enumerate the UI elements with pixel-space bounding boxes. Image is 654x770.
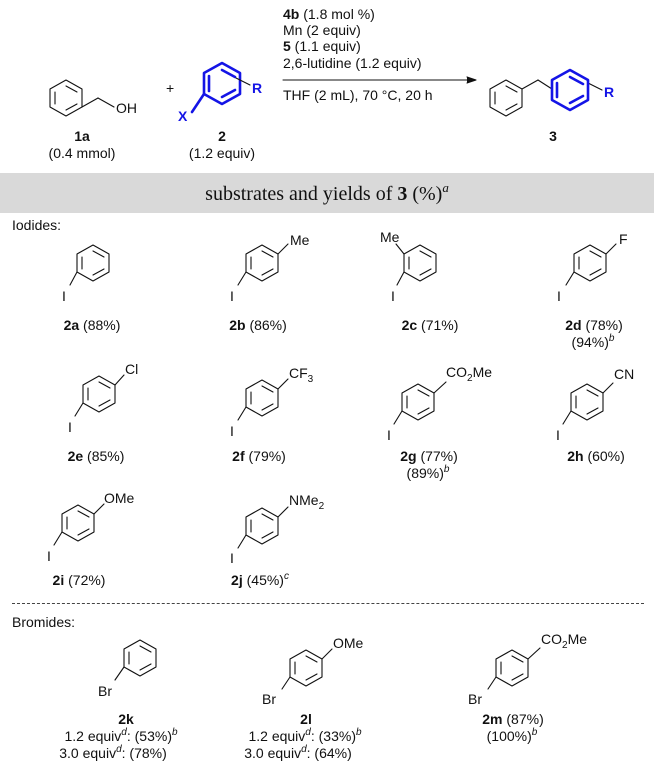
condition-line-1: 4b (1.8 mol %) — [283, 6, 375, 22]
reaction-arrow — [282, 76, 477, 84]
x-2l: Br — [262, 691, 276, 707]
x-2c: I — [391, 288, 395, 304]
sub-2l: OMe — [333, 635, 364, 651]
table-banner — [0, 173, 654, 213]
x-2m: Br — [468, 691, 482, 707]
halide-x-label: X — [178, 108, 188, 124]
x-2e: I — [68, 419, 72, 435]
section-iodides: Iodides: — [12, 217, 62, 233]
table-banner-title: substrates and yields of 3 (%)a — [205, 180, 449, 205]
reactant1-amount: (0.4 mmol) — [48, 145, 116, 161]
x-2d: I — [557, 288, 561, 304]
sub-2b: Me — [290, 232, 310, 248]
product-aryl-ring — [550, 68, 590, 112]
x-2i: I — [47, 548, 51, 564]
condition-solvent-temp: THF (2 mL), 70 °C, 20 h — [283, 87, 433, 103]
extra-2m: (100%)b — [486, 727, 538, 744]
section-bromides: Bromides: — [12, 614, 76, 630]
sub-2c: Me — [380, 229, 400, 245]
sub-2j: NMe2 — [289, 492, 325, 512]
sub-2g: CO2Me — [446, 364, 493, 384]
sub-2f: CF3 — [289, 365, 314, 385]
sub-2i: OMe — [104, 490, 135, 506]
cond2-2k: 3.0 equivd: (78%) — [59, 744, 167, 761]
reactant2-label: 2 — [218, 128, 226, 144]
compound-2a: 2a (88%) — [63, 317, 121, 333]
compound-2i: 2i (72%) — [52, 572, 106, 588]
section-divider — [12, 603, 644, 604]
condition-line-4: 2,6-lutidine (1.2 equiv) — [283, 55, 422, 71]
compound-2d: 2d (78%) — [565, 317, 623, 333]
benzyl-alcohol-structure — [49, 79, 115, 117]
x-2a: I — [62, 288, 66, 304]
reactant2-amount: (1.2 equiv) — [188, 145, 256, 161]
compound-2m: 2m (87%) — [482, 711, 544, 727]
compound-2h: 2h (60%) — [567, 448, 625, 464]
product-label: 3 — [549, 128, 557, 144]
cond2-2l: 3.0 equivd: (64%) — [244, 744, 352, 761]
sub-2m: CO2Me — [541, 631, 588, 651]
sub-2e: Cl — [125, 361, 139, 377]
x-2g: I — [387, 427, 391, 443]
hydroxyl-label: OH — [116, 100, 137, 116]
x-2b: I — [230, 288, 234, 304]
r-group-label: R — [252, 80, 263, 96]
x-2h: I — [556, 427, 560, 443]
aryl-halide-structure — [190, 61, 242, 114]
product-structure — [489, 79, 603, 117]
aryl-r-bond — [235, 77, 251, 86]
compound-2k: 2k — [118, 711, 134, 727]
sub-2d: F — [619, 231, 628, 247]
product-r-label: R — [604, 84, 615, 100]
compound-2j: 2j (45%)c — [231, 571, 289, 588]
condition-line-2: Mn (2 equiv) — [283, 22, 361, 38]
compound-2g: 2g (77%) — [400, 448, 458, 464]
compound-2c: 2c (71%) — [401, 317, 459, 333]
compound-2f: 2f (79%) — [232, 448, 286, 464]
compound-2e: 2e (85%) — [67, 448, 125, 464]
reactant1-label: 1a — [74, 128, 90, 144]
compound-2b: 2b (86%) — [229, 317, 287, 333]
cond1-2k: 1.2 equivd: (53%)b — [64, 727, 178, 744]
sub-2h: CN — [614, 366, 635, 382]
extra-2d: (94%)b — [571, 333, 615, 350]
x-2k: Br — [98, 683, 112, 699]
compound-2l: 2l — [300, 711, 312, 727]
plus-sign: + — [166, 80, 175, 96]
x-2j: I — [230, 550, 234, 566]
cond1-2l: 1.2 equivd: (33%)b — [248, 727, 362, 744]
x-2f: I — [230, 423, 234, 439]
extra-2g: (89%)b — [406, 464, 450, 481]
condition-line-3: 5 (1.1 equiv) — [283, 38, 361, 54]
